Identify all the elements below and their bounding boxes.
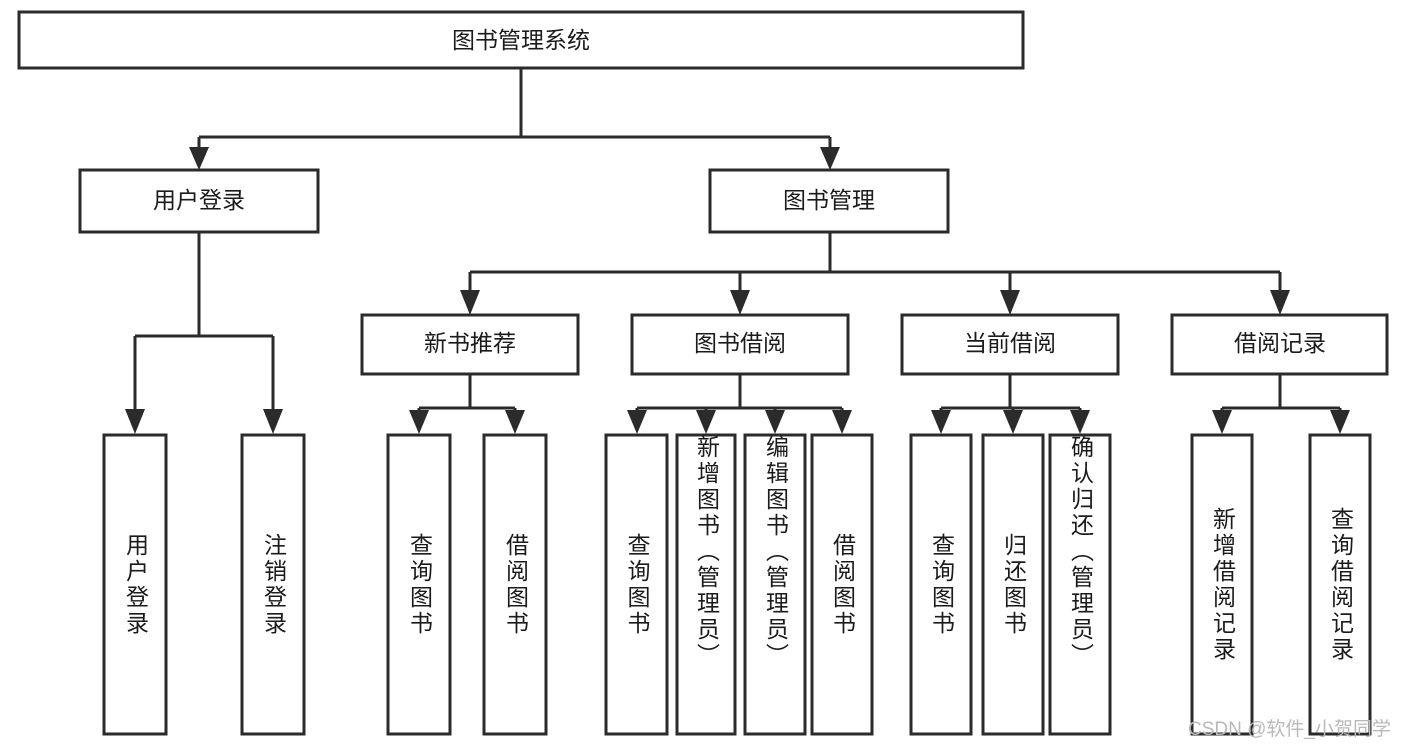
node-leaf-logout[interactable]	[240, 433, 306, 736]
arrowhead-leaf-add-book-admin	[696, 410, 716, 434]
node-borrow-record-label: 借阅记录	[1234, 330, 1326, 356]
node-user-login[interactable]	[78, 168, 320, 234]
node-book-manage-label: 图书管理	[783, 187, 875, 213]
node-leaf-confirm-return-admin[interactable]	[1048, 433, 1112, 736]
arrowhead-leaf-query-book-2	[627, 410, 647, 434]
node-new-book-recommend-label: 新书推荐	[424, 330, 516, 356]
node-leaf-add-book-admin[interactable]	[675, 433, 737, 736]
node-user-login-label: 用户登录	[153, 187, 245, 213]
node-book-borrow[interactable]	[630, 313, 850, 376]
arrowhead-leaf-edit-book-admin	[765, 410, 785, 434]
arrowhead-leaf-borrow-book-2	[832, 410, 852, 434]
arrowhead-leaf-user-login	[125, 409, 145, 434]
node-leaf-query-book-3[interactable]	[909, 433, 973, 736]
arrowhead-borrow-record	[1270, 290, 1290, 315]
node-book-borrow-label: 图书借阅	[694, 330, 786, 356]
node-current-borrow-label: 当前借阅	[964, 330, 1056, 356]
arrowhead-book-manage	[820, 147, 840, 170]
node-leaf-query-book-2[interactable]	[604, 433, 669, 736]
arrowhead-leaf-return-book	[1003, 410, 1023, 434]
arrowhead-leaf-add-borrow-record	[1212, 410, 1232, 434]
connector-group	[125, 68, 1350, 434]
arrowhead-book-borrow	[730, 290, 750, 315]
node-current-borrow[interactable]	[900, 313, 1120, 376]
node-leaf-borrow-book-2[interactable]	[810, 433, 874, 736]
node-leaf-return-book[interactable]	[981, 433, 1045, 736]
node-leaf-user-login[interactable]	[102, 433, 168, 736]
arrowhead-leaf-confirm-return-admin	[1070, 410, 1090, 434]
node-leaf-borrow-book-1[interactable]	[482, 433, 548, 736]
arrowhead-new-book-recommend	[460, 290, 480, 315]
node-leaf-add-borrow-record[interactable]	[1190, 433, 1254, 736]
arrowhead-leaf-query-book-1	[409, 410, 429, 434]
csdn-watermark: CSDN @软件_小贺同学	[1188, 719, 1391, 740]
node-leaf-query-book-1[interactable]	[386, 433, 452, 736]
node-root[interactable]	[17, 10, 1025, 70]
arrowhead-leaf-logout	[263, 409, 283, 434]
arrowhead-leaf-query-borrow-record	[1330, 410, 1350, 434]
node-borrow-record[interactable]	[1170, 313, 1389, 376]
arrowhead-user-login	[189, 147, 209, 170]
arrowhead-current-borrow	[1000, 290, 1020, 315]
node-leaf-edit-book-admin[interactable]	[743, 433, 807, 736]
node-new-book-recommend[interactable]	[360, 313, 580, 376]
arrowhead-leaf-query-book-3	[931, 410, 951, 434]
node-leaf-query-borrow-record[interactable]	[1308, 433, 1372, 736]
node-book-manage[interactable]	[708, 168, 950, 234]
node-root-label: 图书管理系统	[452, 27, 590, 53]
arrowhead-leaf-borrow-book-1	[505, 410, 525, 434]
